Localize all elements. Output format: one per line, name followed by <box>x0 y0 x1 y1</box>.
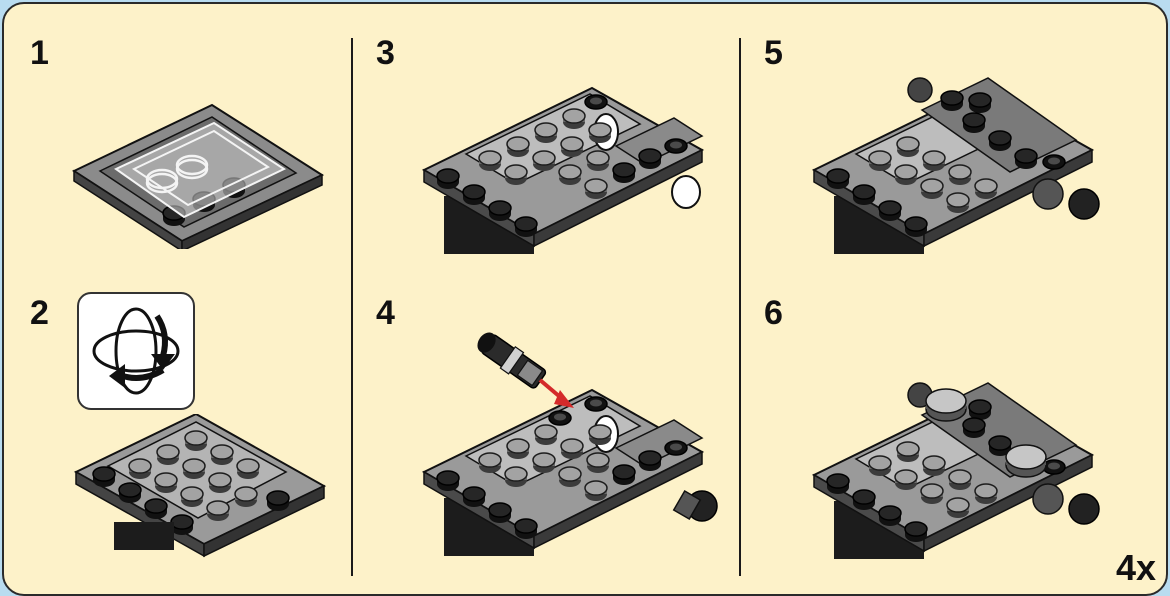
column-divider-2 <box>739 38 741 576</box>
step-6-illustration <box>804 379 1114 579</box>
step-number-2: 2 <box>30 296 49 330</box>
step-number-1: 1 <box>30 36 49 70</box>
column-divider-1 <box>351 38 353 576</box>
step-number-6: 6 <box>764 296 783 330</box>
step-number-4: 4 <box>376 296 395 330</box>
step-number-5: 5 <box>764 36 783 70</box>
step-4-illustration <box>414 326 724 576</box>
step-1-illustration <box>64 99 334 249</box>
quantity-multiplier: 4x <box>1116 550 1156 586</box>
step-3-illustration <box>414 84 714 274</box>
step-2-illustration <box>64 414 334 574</box>
rotate-model-icon <box>77 292 195 410</box>
step-number-3: 3 <box>376 36 395 70</box>
step-5-illustration <box>804 74 1114 274</box>
